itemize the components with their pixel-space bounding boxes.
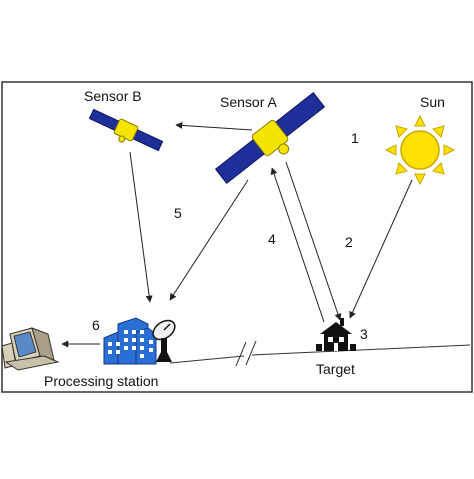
arrow-4-target-to-sensor-a [270,167,325,323]
arrow-sensor-a-to-station [169,179,249,301]
step-4-label: 4 [268,231,276,247]
sensor-a-satellite-icon [214,92,326,184]
sensor-a-label: Sensor A [220,94,277,110]
processing-station-label: Processing station [44,373,159,389]
step-5-label: 5 [174,205,182,221]
ground-line [169,340,471,367]
sensor-b-satellite-icon [88,108,164,152]
step-3-label: 3 [360,326,368,342]
station-dish-icon [152,319,176,362]
flow-arrows [61,121,413,348]
step-2-label: 2 [345,234,353,250]
arrow-sensor-a-to-sensor-b [175,121,253,131]
arrow-sun-to-target [349,179,413,319]
arrow-sensor-b-to-station [129,151,153,303]
step-6-label: 6 [92,317,100,333]
step-1-label: 1 [351,130,359,146]
diagram-frame [1,81,473,393]
sun-label: Sun [420,94,445,110]
target-house-icon [316,318,356,351]
station-building-icon [103,317,157,365]
target-label: Target [316,361,355,377]
station-computer-icon [1,327,60,371]
arrow-2-sensor-a-to-target [285,161,342,321]
sensor-b-label: Sensor B [84,88,142,104]
sun-icon [384,114,456,186]
